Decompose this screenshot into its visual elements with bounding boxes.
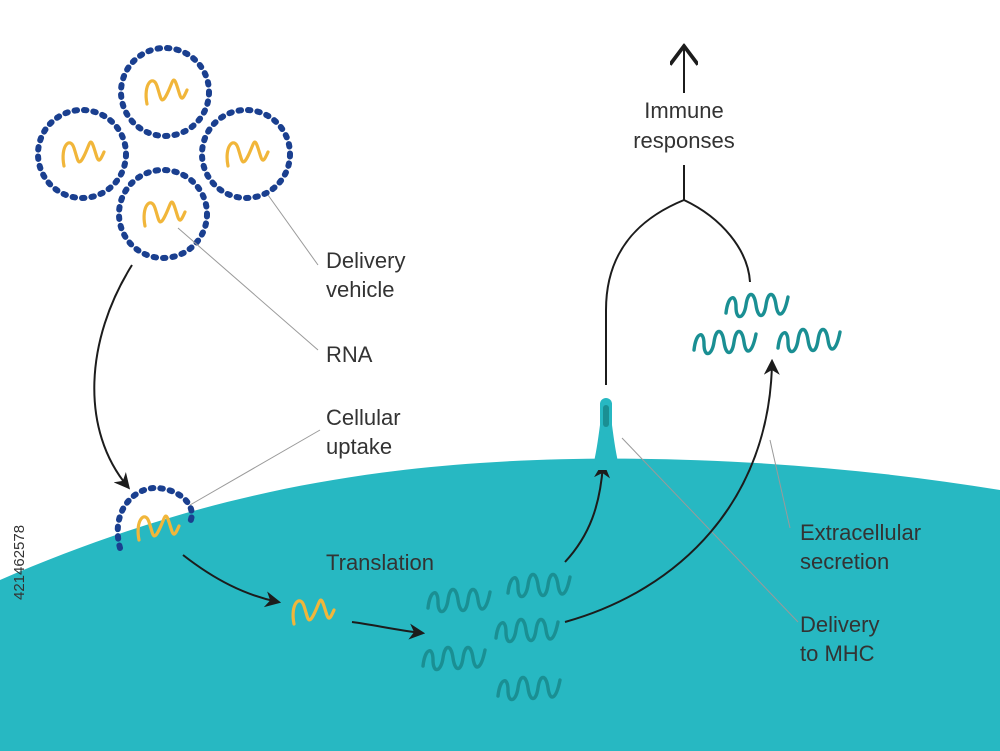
label-immune-line1: Immune <box>644 98 723 123</box>
leader-extracellular <box>769 439 791 529</box>
delivery-vehicle-top <box>118 45 212 139</box>
secreted-protein <box>776 327 842 354</box>
arrow-to-mhc <box>564 461 611 563</box>
mhc-molecule <box>592 398 620 470</box>
label-delivery-vehicle-line2: vehicle <box>326 277 394 302</box>
label-cellular-uptake-line1: Cellular <box>326 405 401 430</box>
label-immune-line2: responses <box>633 128 735 153</box>
leader-delivery-vehicle <box>267 194 319 266</box>
label-rna: RNA <box>326 342 373 367</box>
delivery-vehicle-left <box>35 107 129 201</box>
cell-membrane <box>0 458 1000 751</box>
leader-cellular-uptake <box>189 429 321 506</box>
side-image-id: 421462578 <box>11 525 28 600</box>
secreted-protein <box>724 292 790 319</box>
leader-delivery-mhc <box>621 437 799 623</box>
arrow-release <box>182 554 282 608</box>
leader-rna <box>177 227 319 351</box>
label-delivery-mhc-line1: Delivery <box>800 612 879 637</box>
secreted-protein <box>692 329 758 356</box>
arrow-secretion <box>564 358 780 623</box>
label-delivery-mhc-line2: to MHC <box>800 641 875 666</box>
uptake-vesicle <box>114 484 195 551</box>
immune-branch-right <box>683 199 751 283</box>
label-translation: Translation <box>326 550 434 575</box>
rna-strand <box>142 200 187 228</box>
immune-branch-left <box>605 199 685 385</box>
rna-strand <box>144 78 189 106</box>
arrow-uptake <box>93 264 133 490</box>
label-delivery-vehicle-line1: Delivery <box>326 248 405 273</box>
rna-strand <box>225 140 270 168</box>
delivery-vehicle-bottom <box>116 167 210 261</box>
arrow-translation <box>351 621 426 640</box>
label-cellular-uptake-line2: uptake <box>326 434 392 459</box>
label-extracellular-line1: Extracellular <box>800 520 921 545</box>
rna-strand <box>61 140 106 168</box>
label-extracellular-line2: secretion <box>800 549 889 574</box>
delivery-vehicle-right <box>199 107 293 201</box>
